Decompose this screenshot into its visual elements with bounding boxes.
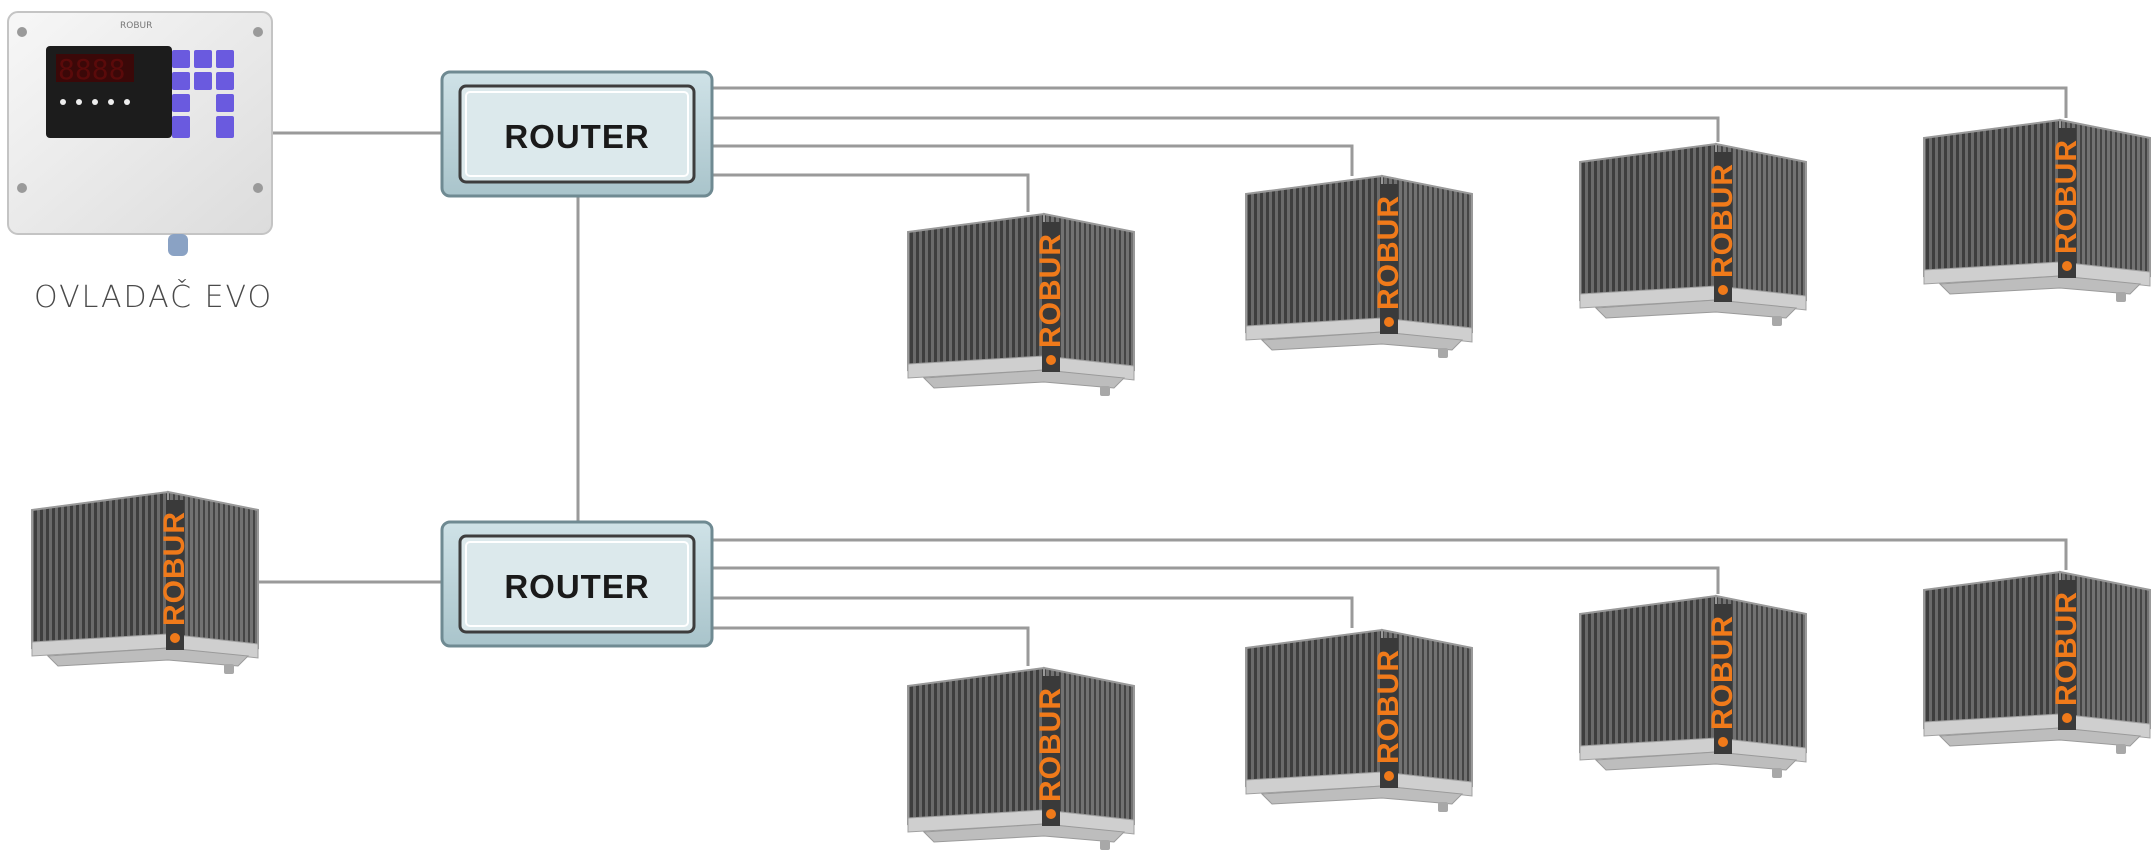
unit-brand-label: ROBUR bbox=[1706, 615, 1739, 730]
outdoor-unit: ROBUR bbox=[1924, 572, 2150, 754]
outdoor-unit: ROBUR bbox=[1580, 144, 1806, 326]
outdoor-unit: ROBUR bbox=[32, 492, 258, 674]
outdoor-unit: ROBUR bbox=[1924, 120, 2150, 302]
line-r2-unit3 bbox=[712, 568, 1718, 594]
evo-controller: ROBUR 8888 bbox=[8, 12, 272, 256]
controller-lcd-text: 8888 bbox=[58, 53, 125, 86]
unit-brand-label: ROBUR bbox=[2050, 139, 2083, 254]
outdoor-unit: ROBUR bbox=[908, 214, 1134, 396]
router-1: ROUTER bbox=[442, 72, 712, 196]
unit-brand-label: ROBUR bbox=[1034, 687, 1067, 802]
outdoor-unit: ROBUR bbox=[1246, 176, 1472, 358]
router-2: ROUTER bbox=[442, 522, 712, 646]
unit-brand-label: ROBUR bbox=[1706, 163, 1739, 278]
line-r2-unit1 bbox=[712, 628, 1028, 666]
controller-caption: OVLADAČ EVO bbox=[34, 280, 254, 315]
unit-brand-label: ROBUR bbox=[1372, 649, 1405, 764]
outdoor-unit: ROBUR bbox=[1246, 630, 1472, 812]
line-r1-unit4 bbox=[712, 88, 2066, 118]
unit-brand-label: ROBUR bbox=[1034, 233, 1067, 348]
line-r1-unit3 bbox=[712, 118, 1718, 142]
router-1-label: ROUTER bbox=[504, 118, 649, 155]
outdoor-unit: ROBUR bbox=[1580, 596, 1806, 778]
unit-brand-label: ROBUR bbox=[2050, 591, 2083, 706]
line-r2-unit2 bbox=[712, 598, 1352, 628]
outdoor-unit: ROBUR bbox=[908, 668, 1134, 850]
line-r1-unit1 bbox=[712, 175, 1028, 212]
router-2-label: ROUTER bbox=[504, 568, 649, 605]
controller-brand: ROBUR bbox=[120, 21, 152, 31]
line-r1-unit2 bbox=[712, 146, 1352, 176]
unit-brand-label: ROBUR bbox=[158, 511, 191, 626]
unit-brand-label: ROBUR bbox=[1372, 195, 1405, 310]
line-r2-unit4 bbox=[712, 540, 2066, 570]
